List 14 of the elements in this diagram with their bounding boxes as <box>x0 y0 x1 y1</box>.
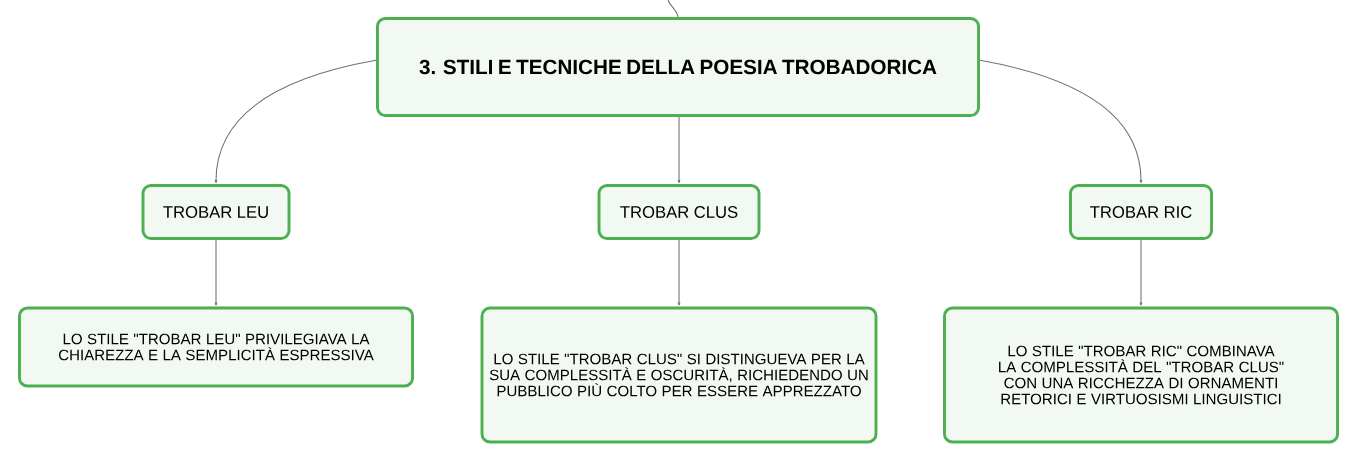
connector <box>667 0 679 18</box>
connector <box>1139 239 1143 306</box>
connector <box>214 59 377 184</box>
connector <box>979 59 1143 184</box>
title-box: 3. STILI E TECNICHE DELLA POESIA TROBADORICA <box>376 17 980 117</box>
connector <box>677 239 681 306</box>
topic-box: TROBAR CLUS <box>597 184 761 240</box>
topic-box: TROBAR LEU <box>141 184 291 240</box>
connector <box>214 239 218 306</box>
description-box: LO STILE "TROBAR CLUS" SI DISTINGUEVA PER LA SUA COMPLESSITÀ E OSCURITÀ, RICHIEDENDO UN PUBBLICO PIÙ COLTO PER ESSERE APPREZZATO <box>480 306 878 444</box>
description-box: LO STILE "TROBAR LEU" PRIVILEGIAVA LA CHIAREZZA E LA SEMPLICITÀ ESPRESSIVA <box>18 306 414 388</box>
connector <box>677 116 681 184</box>
topic-box: TROBAR RIC <box>1069 184 1213 240</box>
description-box: LO STILE "TROBAR RIC" COMBINAVA LA COMPLESSITÀ DEL "TROBAR CLUS" CON UNA RICCHEZZA DI ORNAMENTI RETORICI E VIRTUOSISMI LINGUISTICI <box>943 306 1339 444</box>
